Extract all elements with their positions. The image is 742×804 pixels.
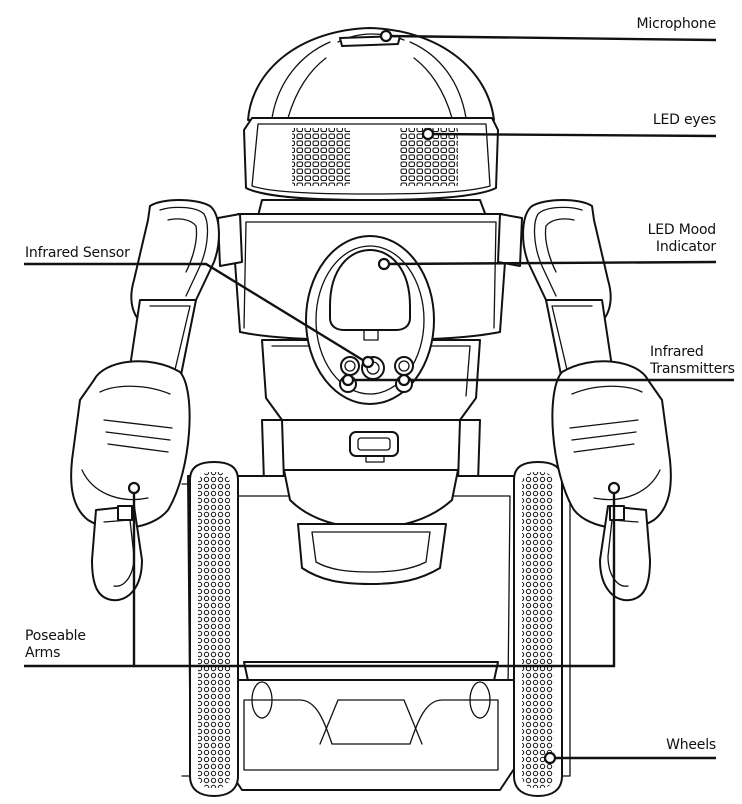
arm-right [522,199,672,602]
label-microphone: Microphone [637,16,717,33]
robot-torso [217,199,523,483]
leader-dot-led-eyes [421,127,435,141]
leader-lines [24,29,734,765]
label-wheels: Wheels [666,737,716,754]
label-infrared-tx-line1: Infrared [650,344,704,360]
leader-led-eyes [427,132,717,138]
leader-dot-ir-left [341,373,355,387]
leader-microphone [385,34,717,42]
label-led-eyes: LED eyes [653,112,716,129]
leader-arms-bracket [132,488,616,668]
label-microphone-text: Microphone [636,16,717,32]
label-poseable-line1: Poseable [25,628,86,644]
label-infrared-transmitters: Infrared Transmitters [650,344,735,378]
label-infrared-sensor-text: Infrared Sensor [25,245,130,261]
leader-infrared-sensor [24,262,367,364]
label-wheels-text: Wheels [666,737,716,753]
leader-dot-infrared-sensor [361,355,375,369]
label-poseable-arms: Poseable Arms [25,628,86,662]
robot-base [187,469,555,791]
label-led-mood-indicator: LED Mood Indicator [647,222,717,256]
mood-indicator-light [329,249,411,331]
leader-dot-microphone [379,29,393,43]
label-infrared-tx-line2: Transmitters [650,361,735,377]
leader-dot-arm-left [127,481,141,495]
leader-dot-wheels [543,751,557,765]
leader-mood-indicator [383,260,717,266]
arm-left [70,199,220,602]
wheel-left [181,461,239,797]
robot-head [243,27,499,201]
label-led-eyes-text: LED eyes [652,112,716,128]
label-led-mood-line2: Indicator [655,239,716,255]
label-poseable-line2: Arms [25,645,61,661]
leader-dot-ir-right [397,373,411,387]
label-led-mood-line1: LED Mood [647,222,717,238]
wheel-right [513,461,571,797]
led-eye-left [292,128,350,186]
label-infrared-sensor: Infrared Sensor [25,245,130,262]
leader-dot-mood-indicator [377,257,391,271]
leader-dot-arm-right [607,481,621,495]
